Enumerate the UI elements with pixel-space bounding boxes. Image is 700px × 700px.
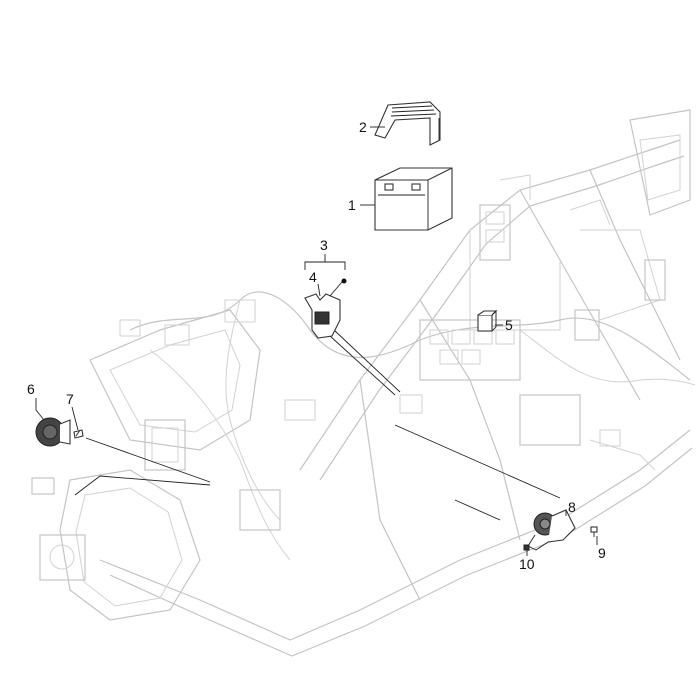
- battery-strap: [374, 101, 441, 146]
- horn-rear: [527, 509, 576, 551]
- callout-7: 7: [66, 391, 74, 407]
- relay-connector-dot: [341, 278, 347, 284]
- battery: [374, 167, 453, 231]
- callout-9: 9: [598, 545, 606, 561]
- screw: [590, 526, 598, 537]
- callout-10: 10: [519, 556, 535, 572]
- relay-holder: [304, 278, 347, 339]
- callout-4: 4: [309, 269, 317, 285]
- callout-5: 5: [505, 317, 513, 333]
- horn: [35, 417, 71, 447]
- callout-8: 8: [568, 499, 576, 515]
- pointer-lines: [74, 329, 561, 521]
- callout-labels: 1 2 3 4 5 6 7 8 9 10: [27, 119, 606, 572]
- callout-1: 1: [348, 197, 356, 213]
- bolt: [73, 429, 84, 439]
- callout-leaders: [35, 126, 598, 556]
- relay: [477, 309, 498, 332]
- nut: [523, 544, 530, 551]
- callout-3: 3: [320, 237, 328, 253]
- scooter-frame: [31, 109, 696, 657]
- callout-6: 6: [27, 381, 35, 397]
- callout-2: 2: [359, 119, 367, 135]
